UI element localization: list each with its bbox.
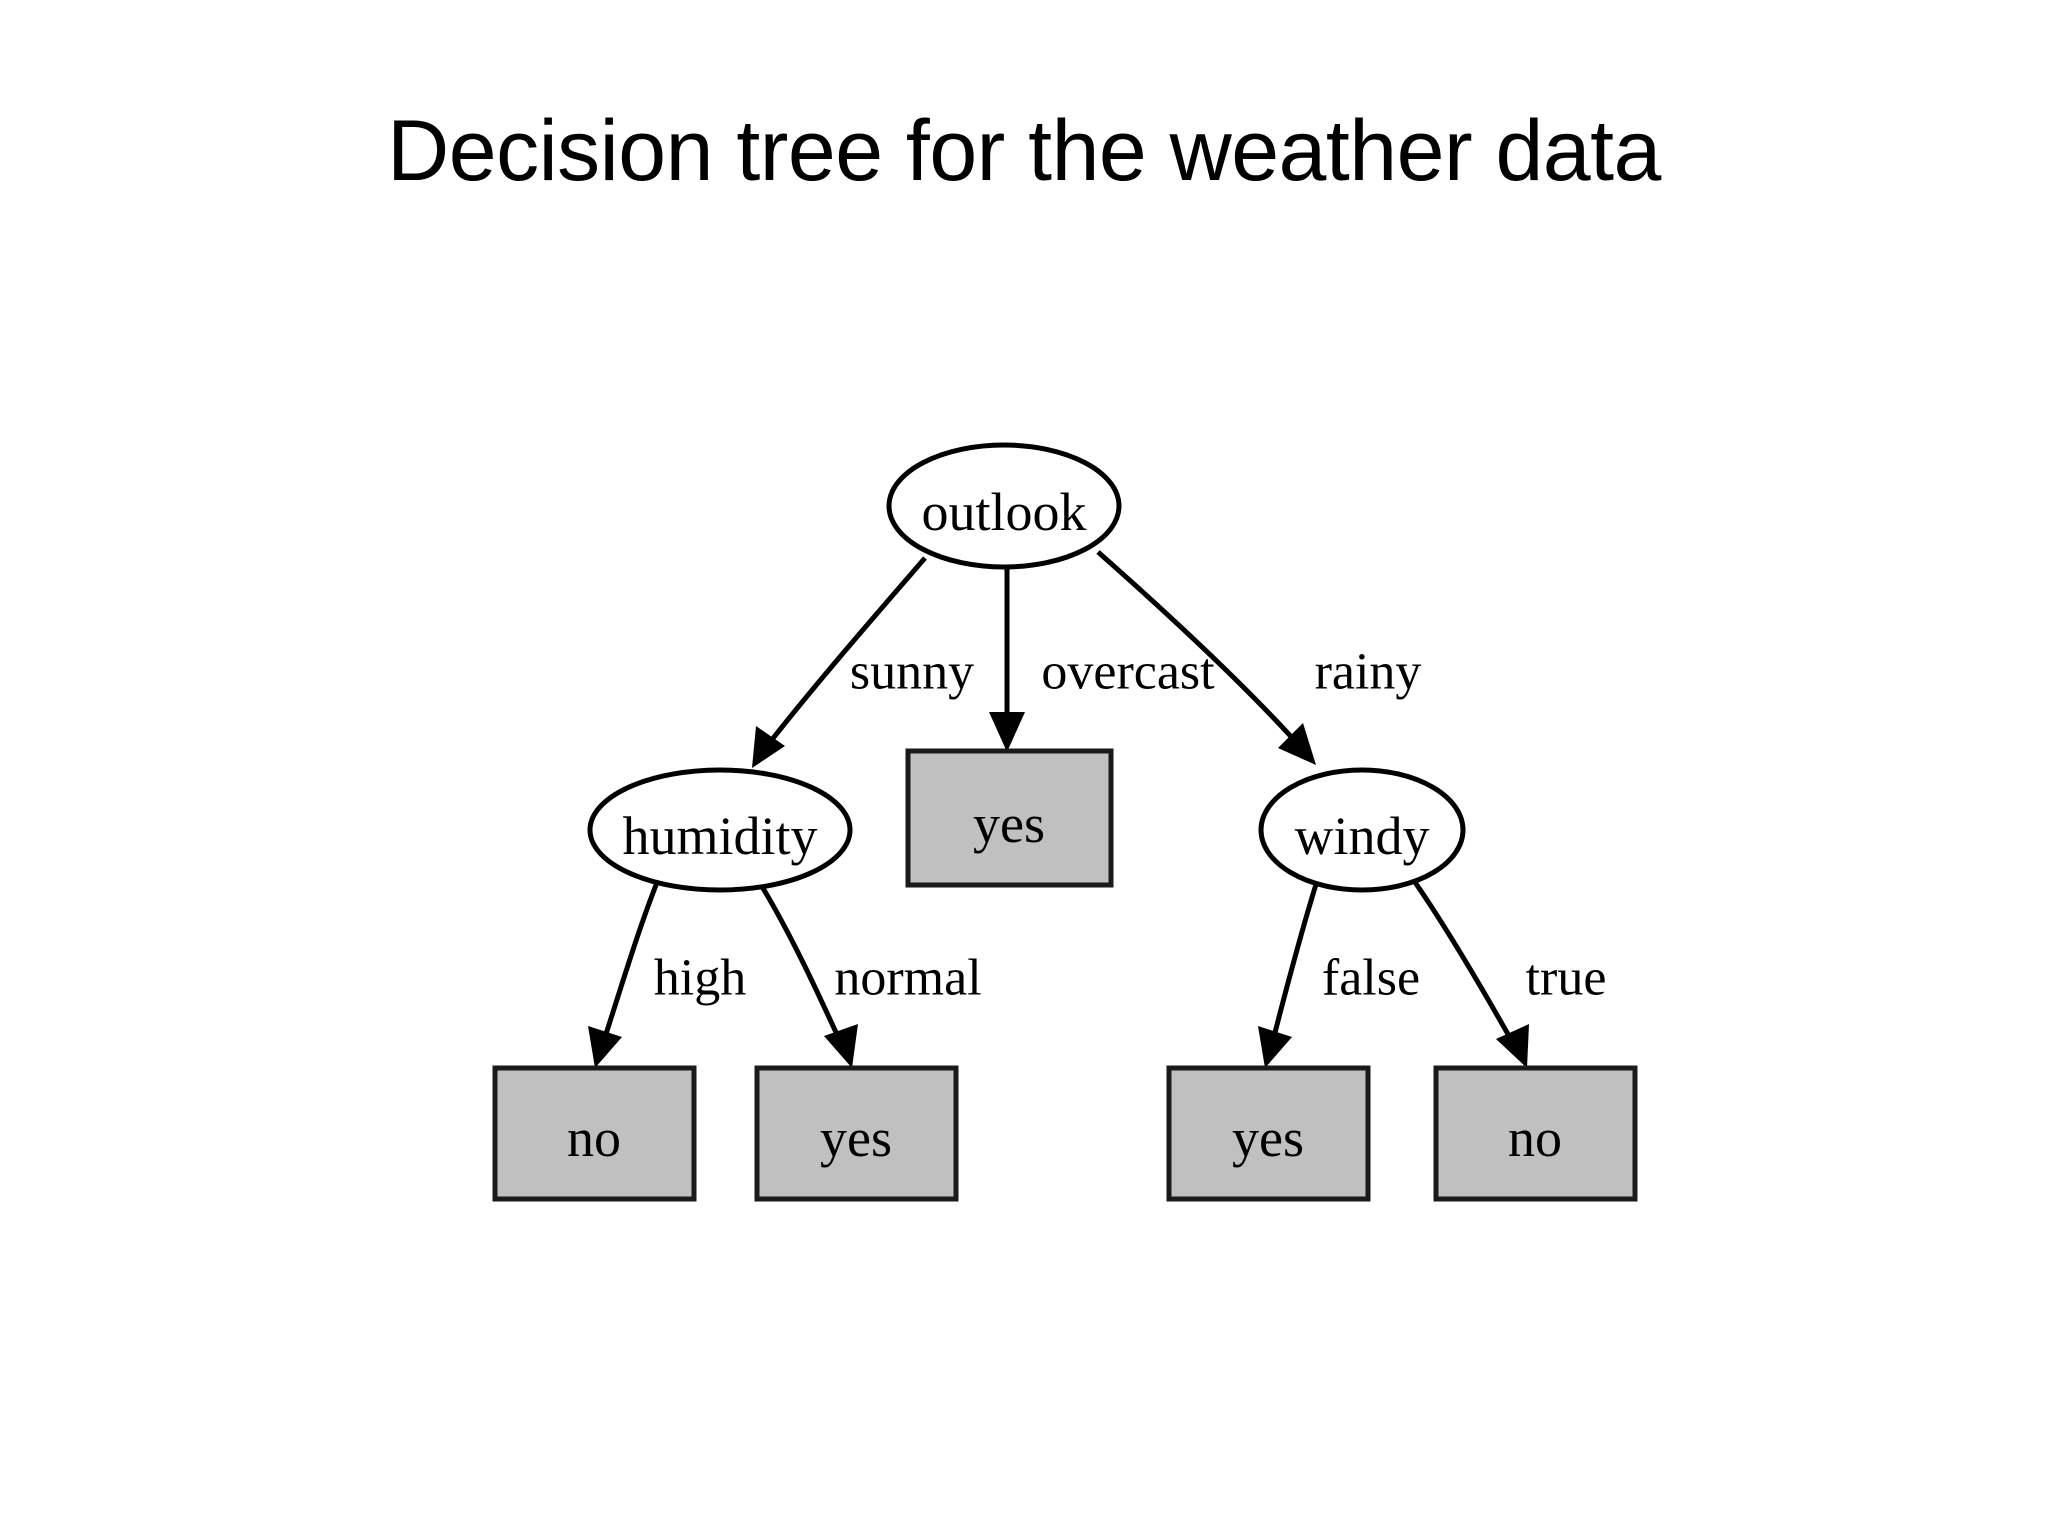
- node-leaf-true-label: no: [1508, 1108, 1562, 1168]
- node-outlook[interactable]: outlook: [886, 442, 1122, 570]
- edge-outlook-rainy: [1096, 550, 1316, 765]
- edge-label-rainy: rainy: [1315, 644, 1422, 701]
- node-leaf-false-yes[interactable]: yes: [1166, 1065, 1371, 1202]
- node-windy-shape: [1258, 767, 1466, 893]
- node-leaf-false-label: yes: [1232, 1108, 1304, 1168]
- node-leaf-true-no[interactable]: no: [1433, 1065, 1638, 1202]
- edge-line-high: [597, 879, 661, 1053]
- node-leaf-normal-label: yes: [820, 1108, 892, 1168]
- node-leaf-normal-shape: [754, 1065, 959, 1202]
- edge-humidity-normal: [755, 878, 858, 1068]
- edge-label-true: true: [1526, 950, 1607, 1007]
- edge-label-sunny: sunny: [850, 644, 974, 701]
- node-windy-label: windy: [1295, 806, 1430, 866]
- node-leaf-normal-yes[interactable]: yes: [754, 1065, 959, 1202]
- edge-line-normal: [755, 878, 848, 1054]
- edge-label-normal: normal: [834, 950, 981, 1007]
- edge-outlook-sunny: [752, 556, 927, 768]
- edge-label-false: false: [1322, 950, 1420, 1007]
- node-outlook-shape: [886, 442, 1122, 570]
- arrowhead-rainy: [1278, 723, 1316, 765]
- page-title: Decision tree for the weather data: [387, 103, 1661, 199]
- edge-label-high: high: [654, 950, 746, 1007]
- node-windy[interactable]: windy: [1258, 767, 1466, 893]
- node-humidity-shape: [587, 767, 853, 893]
- node-leaf-overcast-label: yes: [973, 794, 1045, 854]
- edge-line-sunny: [758, 556, 927, 757]
- node-leaf-true-shape: [1433, 1065, 1638, 1202]
- edge-line-true: [1407, 873, 1521, 1054]
- node-leaf-high-no[interactable]: no: [492, 1065, 697, 1202]
- node-humidity-label: humidity: [622, 806, 817, 866]
- edge-line-false: [1267, 877, 1321, 1053]
- edge-humidity-high: [588, 879, 661, 1068]
- node-leaf-overcast-shape: [905, 748, 1114, 888]
- edge-label-overcast: overcast: [1041, 644, 1215, 701]
- node-outlook-label: outlook: [921, 482, 1086, 542]
- arrowhead-normal: [824, 1024, 858, 1068]
- arrowhead-overcast: [989, 712, 1025, 752]
- edge-windy-true: [1407, 873, 1529, 1068]
- edge-outlook-overcast: [989, 566, 1025, 752]
- node-leaf-false-shape: [1166, 1065, 1371, 1202]
- node-leaf-overcast-yes[interactable]: yes: [905, 748, 1114, 888]
- arrowhead-high: [588, 1026, 622, 1068]
- edge-windy-false: [1258, 877, 1321, 1068]
- arrowhead-sunny: [752, 726, 785, 768]
- node-leaf-high-shape: [492, 1065, 697, 1202]
- arrowhead-false: [1258, 1026, 1292, 1068]
- node-humidity[interactable]: humidity: [587, 767, 853, 893]
- edge-line-rainy: [1096, 550, 1307, 754]
- arrowhead-true: [1496, 1024, 1529, 1068]
- node-leaf-high-label: no: [567, 1108, 621, 1168]
